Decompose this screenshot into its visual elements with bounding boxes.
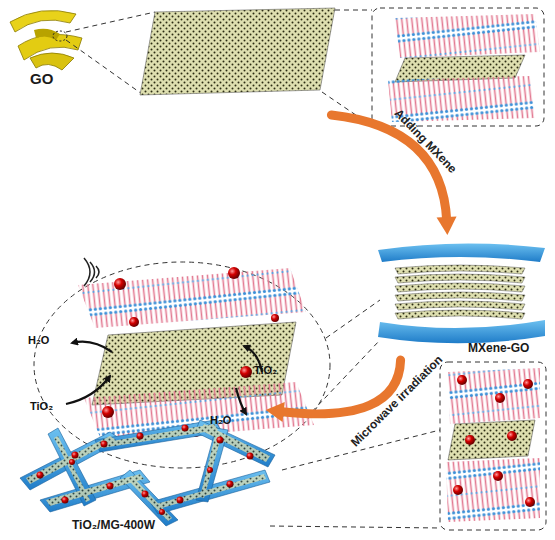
mxene-layer [78, 268, 306, 328]
leader-line [322, 92, 372, 126]
zoom-ellipse [34, 262, 330, 468]
chem-label: TiO₂ [30, 400, 53, 412]
illustration-node: MXene-GO [370, 235, 550, 360]
arrow-head [266, 402, 285, 422]
zoom-box [440, 362, 546, 530]
go-illustration [5, 0, 345, 115]
tio2-particles [102, 267, 279, 437]
tio2-particles [453, 375, 535, 507]
arrow-shaft [331, 115, 446, 221]
leader-line [306, 340, 380, 418]
node-label: MXene-GO [468, 341, 529, 355]
graphene-sheet [448, 420, 535, 460]
illustration-node: TiO₂/MG-400W [10, 410, 285, 540]
process-arrow [331, 115, 456, 235]
chem-label: TiO₂ [254, 364, 277, 376]
node-label: TiO₂/MG-400W [72, 518, 155, 532]
leader-line [326, 300, 380, 338]
microwave-waves [84, 258, 99, 286]
arrow-label: Microwave irradiation [348, 353, 445, 450]
leader-line [335, 10, 372, 11]
chem-label: H₂O [210, 414, 231, 426]
arrow-head [437, 217, 457, 235]
mxene-layer [395, 14, 540, 58]
chem-label: H₂O [28, 334, 49, 346]
mxene-layer [448, 368, 540, 424]
node-label: GO [30, 70, 53, 87]
illustration-node: GO [5, 0, 345, 115]
leader-line [270, 526, 440, 528]
reaction-arrows [66, 342, 262, 414]
mxene-layer [446, 458, 540, 522]
